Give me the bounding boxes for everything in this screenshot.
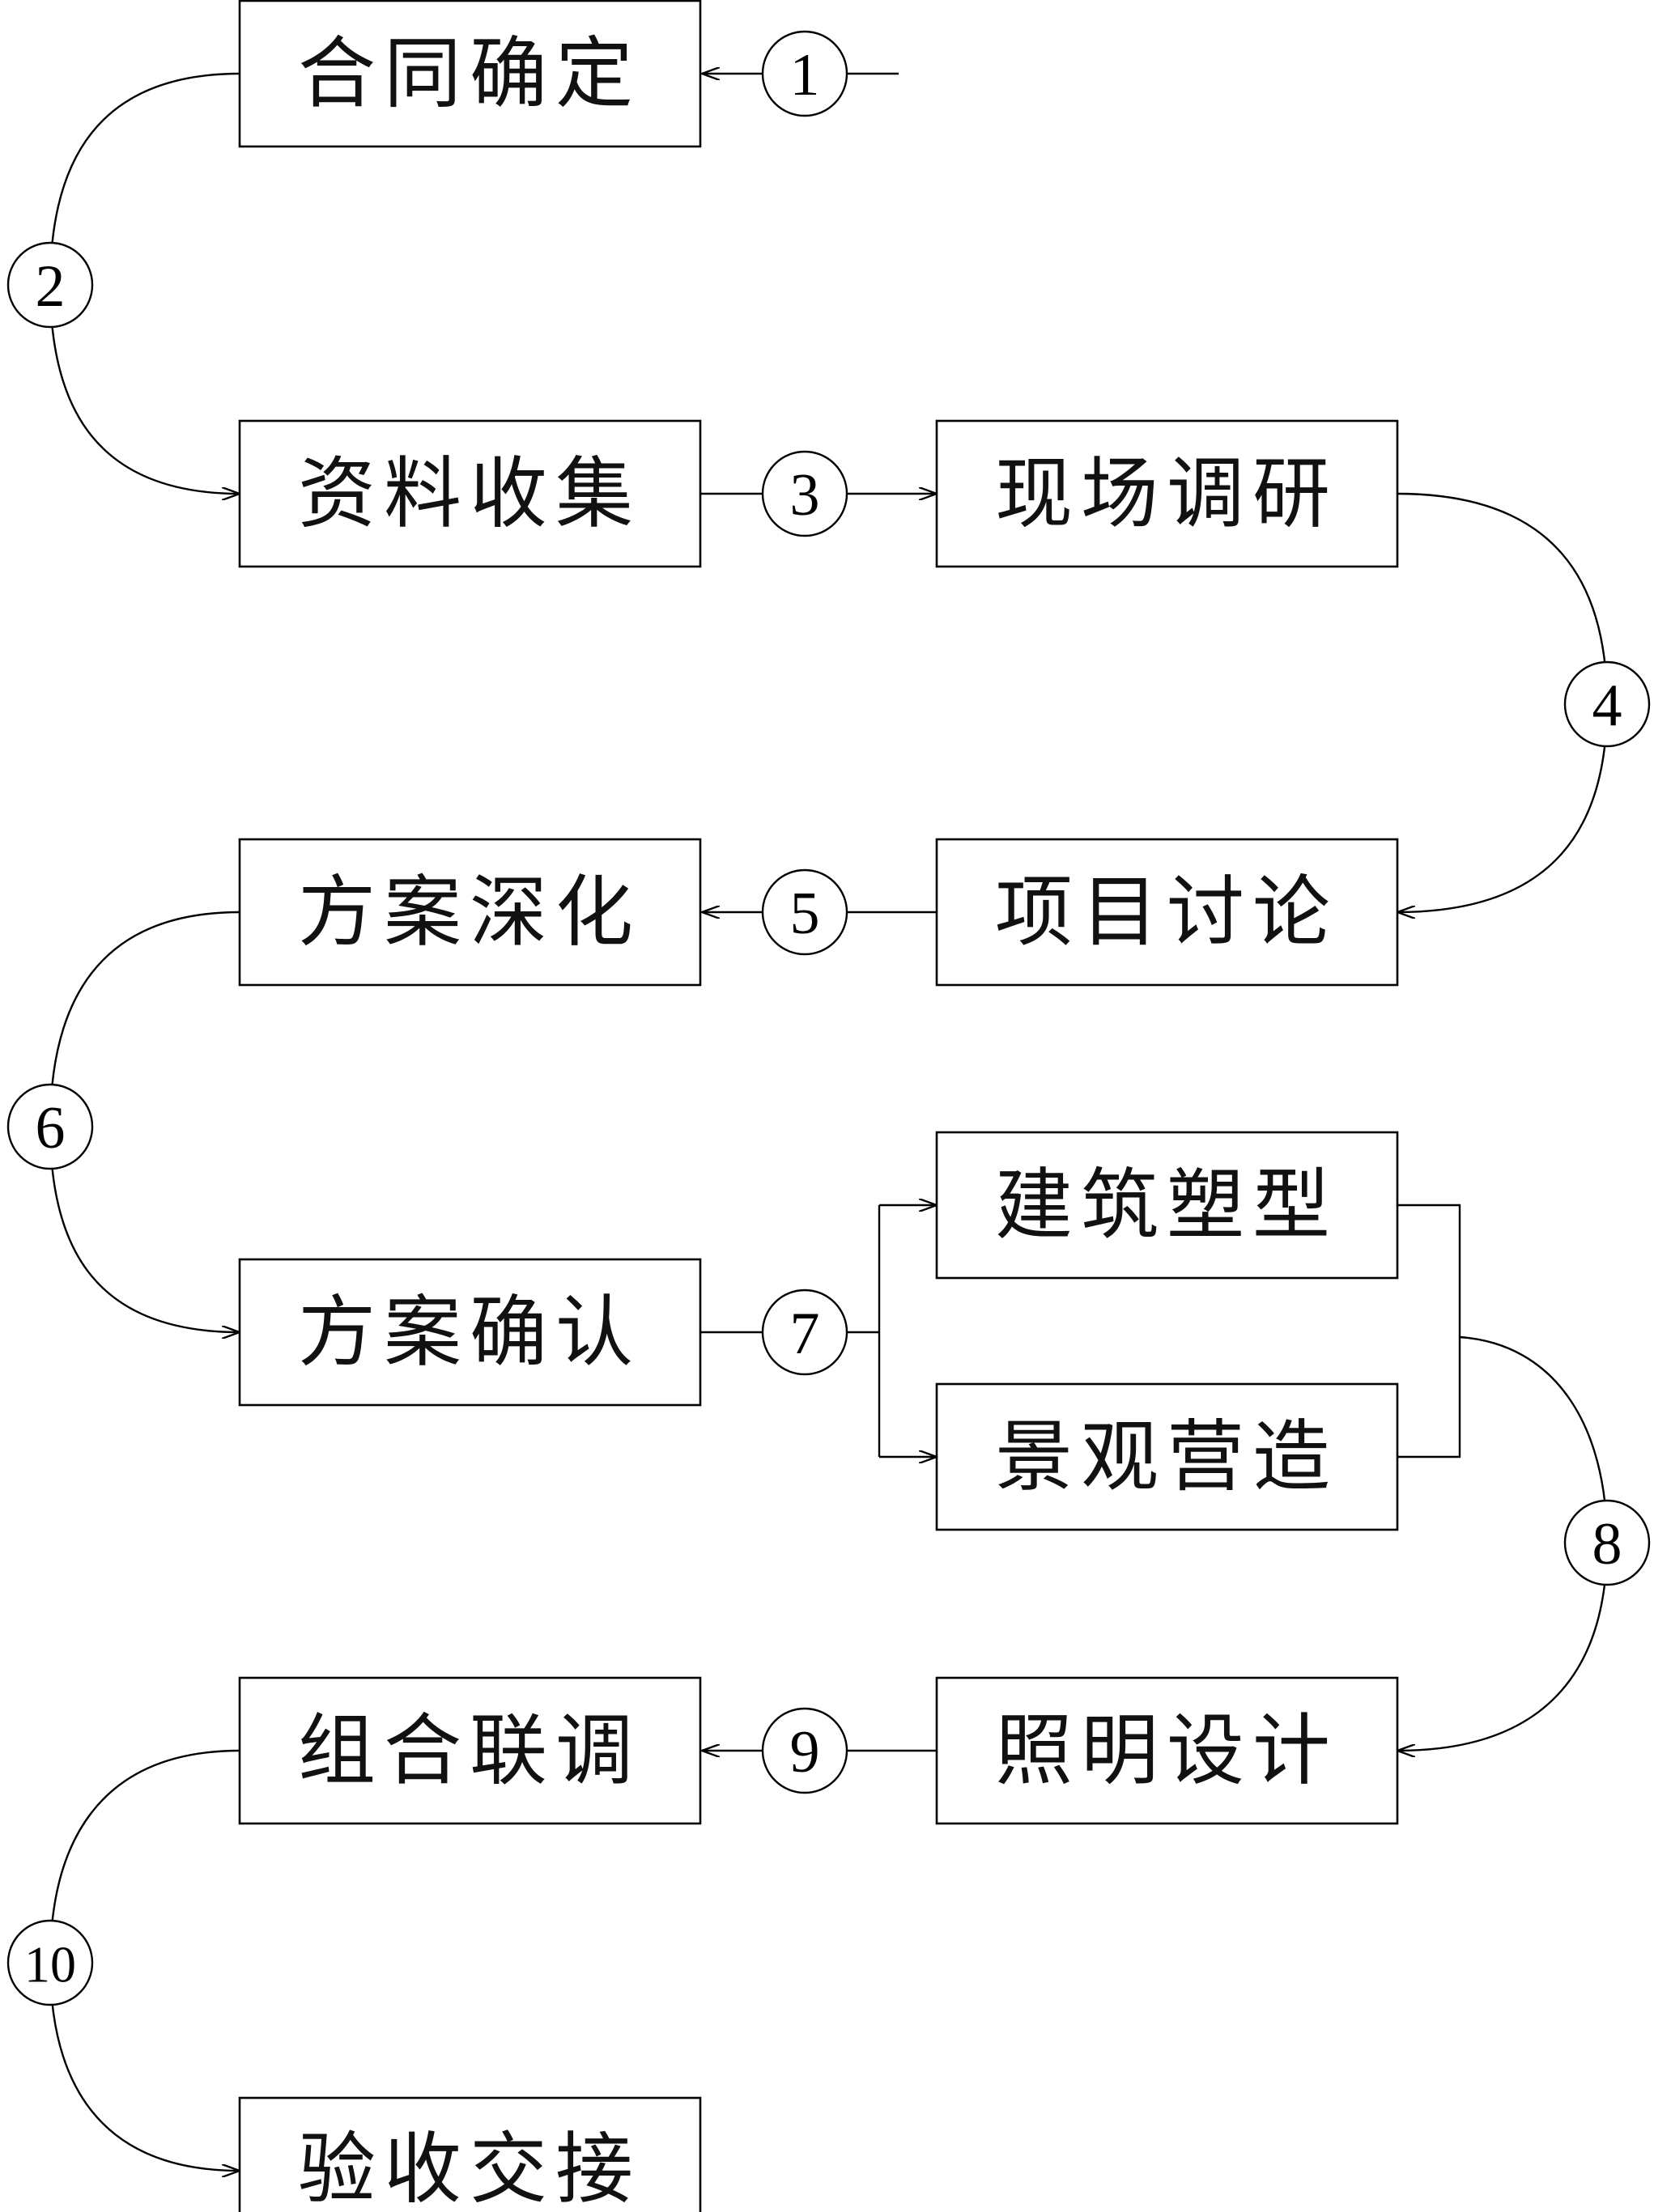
box-combined-debugging: 组合联调 (238, 1676, 702, 1825)
box-label-site-survey: 现场调研 (995, 448, 1338, 539)
box-project-discussion: 项目讨论 (935, 838, 1399, 987)
step-markers: 1 2 3 4 5 6 7 8 (6, 30, 1651, 2006)
step-marker-4: 4 (1563, 660, 1651, 748)
step-number-3: 3 (790, 462, 820, 529)
box-scheme-confirmation: 方案确认 (238, 1258, 702, 1407)
box-label-lighting-design: 照明设计 (995, 1705, 1338, 1796)
step-number-9: 9 (790, 1719, 820, 1785)
step-number-1: 1 (790, 42, 820, 108)
box-label-scheme-confirmation: 方案确认 (298, 1287, 641, 1378)
box-label-contract: 合同确定 (298, 28, 641, 119)
step-marker-7: 7 (761, 1289, 848, 1376)
process-boxes: 合同确定 资料收集 现场调研 项目讨论 方案深化 方案确认 建筑塑型 景观营造 (238, 0, 1399, 2212)
box-label-scheme-deepening: 方案深化 (298, 867, 641, 957)
step-number-10: 10 (24, 1936, 76, 1993)
box-scheme-deepening: 方案深化 (238, 838, 702, 987)
step-marker-1: 1 (761, 30, 848, 117)
step-number-7: 7 (790, 1301, 820, 1367)
box-contract: 合同确定 (238, 0, 702, 148)
step-marker-2: 2 (6, 241, 94, 329)
box-lighting-design: 照明设计 (935, 1676, 1399, 1825)
step-marker-10: 10 (6, 1919, 94, 2006)
box-site-survey: 现场调研 (935, 419, 1399, 568)
step-marker-9: 9 (761, 1707, 848, 1794)
box-acceptance-handover: 验收交接 (238, 2096, 702, 2212)
box-label-project-discussion: 项目讨论 (995, 867, 1338, 957)
step-number-6: 6 (36, 1095, 66, 1161)
step-number-4: 4 (1592, 673, 1622, 739)
step-number-5: 5 (790, 881, 820, 947)
step-number-8: 8 (1592, 1511, 1622, 1577)
box-label-landscape-creation: 景观营造 (995, 1412, 1338, 1502)
box-data-collection: 资料收集 (238, 419, 702, 568)
box-label-architectural-modeling: 建筑塑型 (995, 1160, 1338, 1250)
box-label-data-collection: 资料收集 (298, 448, 641, 539)
box-landscape-creation: 景观营造 (935, 1382, 1399, 1531)
box-label-combined-debugging: 组合联调 (298, 1705, 641, 1796)
step-marker-8: 8 (1563, 1499, 1651, 1586)
step-marker-3: 3 (761, 450, 848, 537)
step-number-2: 2 (36, 253, 66, 320)
step-marker-6: 6 (6, 1083, 94, 1170)
box-architectural-modeling: 建筑塑型 (935, 1131, 1399, 1280)
step-marker-5: 5 (761, 868, 848, 956)
connector-8-merge (1397, 1204, 1461, 1458)
box-label-acceptance-handover: 验收交接 (298, 2124, 641, 2212)
connector-lines (49, 74, 1609, 2171)
